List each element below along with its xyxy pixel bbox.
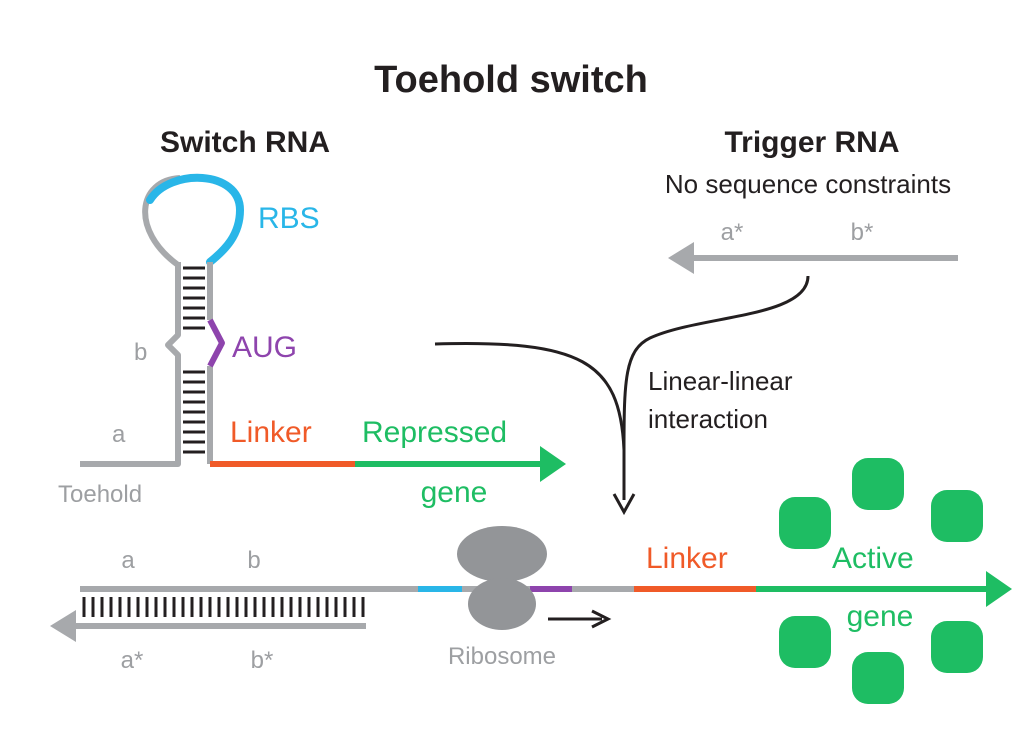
complex-strands: [50, 571, 1012, 642]
complex-linker-label: Linker: [646, 542, 728, 575]
aug-codon: [207, 318, 225, 368]
aug-label: AUG: [232, 331, 297, 364]
switch-merge-line: [434, 342, 626, 500]
interaction-label-line1: Linear-linear: [648, 366, 793, 396]
rbs-label: RBS: [258, 202, 320, 235]
switch-linker-label: Linker: [230, 416, 312, 449]
complex-base-pairs: [82, 597, 365, 617]
active-gene-label: gene: [847, 600, 914, 633]
ribosome-label: Ribosome: [448, 643, 556, 670]
switch-rna-hairpin: [80, 173, 566, 482]
complex-domain-a-star-label: a*: [121, 647, 144, 674]
trigger-rna-heading: Trigger RNA: [724, 126, 899, 159]
protein-product: [852, 458, 904, 510]
stem-base-pairs-lower: [183, 370, 205, 454]
active-gene-arrowhead: [986, 571, 1012, 607]
switch-domain-b-label: b: [134, 339, 147, 366]
trigger-domain-a-star-label: a*: [721, 219, 744, 246]
protein-product: [779, 616, 831, 668]
diagram-title: Toehold switch: [374, 59, 648, 101]
ribosome-small-subunit: [468, 578, 536, 630]
repressed-label: Repressed: [362, 416, 507, 449]
interaction-label-line2: interaction: [648, 404, 768, 434]
ribosome-large-subunit: [457, 526, 547, 582]
trigger-rna-subtitle: No sequence constraints: [665, 169, 951, 199]
repressed-gene-label: gene: [421, 476, 488, 509]
ribosome-icon: [457, 526, 547, 630]
complex-domain-b-label: b: [247, 547, 260, 574]
translation-direction-arrow: [548, 609, 612, 629]
complex-domain-a-label: a: [121, 547, 135, 574]
protein-product: [931, 490, 983, 542]
trigger-rna-strand: [668, 242, 958, 274]
protein-product: [852, 652, 904, 704]
stem-left-strand: [80, 262, 181, 467]
protein-product: [779, 497, 831, 549]
protein-product: [931, 621, 983, 673]
protein-products: [779, 458, 983, 704]
toehold-label: Toehold: [58, 481, 142, 508]
switch-domain-a-label: a: [112, 421, 126, 448]
complex-domain-b-star-label: b*: [251, 647, 274, 674]
active-label: Active: [832, 542, 914, 575]
interaction-arrows: [434, 275, 810, 516]
stem-base-pairs-upper: [183, 266, 205, 330]
interaction-arrowhead: [612, 493, 636, 516]
trigger-domain-b-star-label: b*: [851, 219, 874, 246]
trigger-merge-line: [622, 275, 810, 451]
trigger-arrowhead: [668, 242, 694, 274]
switch-rna-heading: Switch RNA: [160, 126, 330, 159]
rbs-loop: [146, 173, 245, 266]
repressed-gene-arrowhead: [540, 446, 566, 482]
bound-trigger-arrowhead: [50, 610, 76, 642]
